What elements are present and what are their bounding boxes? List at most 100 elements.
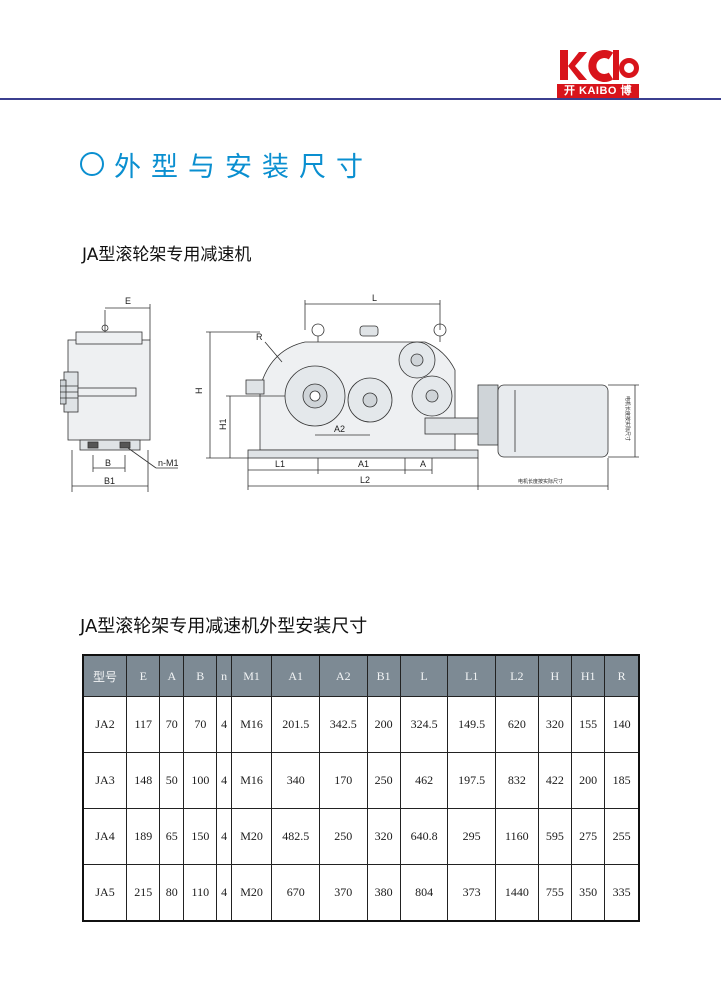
table-cell: 50 <box>159 752 185 809</box>
table-cell: 200 <box>366 696 401 753</box>
logo-mark-icon <box>557 46 639 84</box>
dim-l-label: L <box>372 293 377 303</box>
logo-bar: 开 KAIBO 博 <box>557 84 639 98</box>
table-cell: 295 <box>447 808 496 865</box>
circle-bullet-icon <box>80 152 104 176</box>
table-cell: 832 <box>494 752 539 809</box>
table-cell: 117 <box>126 696 161 753</box>
table-cell: 80 <box>159 864 185 922</box>
header-rule <box>0 98 721 100</box>
col-header-a1: A1 <box>271 654 320 697</box>
table-cell: 200 <box>571 752 606 809</box>
dim-b-label: B <box>105 458 111 468</box>
table-cell: 320 <box>537 696 573 753</box>
dimensions-table: 型号 E A B n M1 A1 A2 B1 L L1 L2 H H1 R JA… <box>82 654 640 922</box>
kaibo-logo: 开 KAIBO 博 <box>557 46 639 98</box>
table-cell: 755 <box>537 864 573 922</box>
dim-r-label: R <box>256 332 263 342</box>
table-cell: 373 <box>447 864 496 922</box>
col-header-b: B <box>183 654 218 697</box>
table-cell: JA5 <box>82 864 128 922</box>
table-cell: 350 <box>571 864 606 922</box>
dim-a-label: A <box>420 459 426 469</box>
table-cell: 110 <box>183 864 218 922</box>
table-cell: M16 <box>230 696 273 753</box>
table-cell: 148 <box>126 752 161 809</box>
table-cell: 70 <box>159 696 185 753</box>
table-cell: 342.5 <box>318 696 368 753</box>
table-cell: 275 <box>571 808 606 865</box>
table-cell: 482.5 <box>271 808 320 865</box>
table-cell: 250 <box>366 752 401 809</box>
table-cell: 140 <box>604 696 640 753</box>
table-cell: JA4 <box>82 808 128 865</box>
table-cell: 595 <box>537 808 573 865</box>
table-cell: 422 <box>537 752 573 809</box>
table-row: JA3 148 50 100 4 M16 340 170 250 462 197… <box>82 752 640 809</box>
col-header-r: R <box>604 654 640 697</box>
dim-b1-label: B1 <box>104 476 115 486</box>
dim-l2-label: L2 <box>360 475 370 485</box>
table-cell: 155 <box>571 696 606 753</box>
table-cell: 100 <box>183 752 218 809</box>
table-row: JA2 117 70 70 4 M16 201.5 342.5 200 324.… <box>82 696 640 753</box>
motor-length-note: 电机长度按实际尺寸 <box>518 478 563 485</box>
table-cell: JA2 <box>82 696 128 753</box>
dim-a1-label: A1 <box>358 459 369 469</box>
col-header-l1: L1 <box>447 654 496 697</box>
table-cell: 670 <box>271 864 320 922</box>
dim-a2-label: A2 <box>334 424 345 434</box>
dim-l1-label: L1 <box>275 459 285 469</box>
table-cell: 4 <box>216 696 232 753</box>
table-title: JA型滚轮架专用减速机外型安装尺寸 <box>80 616 368 637</box>
table-cell: 255 <box>604 808 640 865</box>
table-cell: 189 <box>126 808 161 865</box>
table-cell: 340 <box>271 752 320 809</box>
front-view: L R H H1 A2 L1 A1 A L2 电机长度按实际尺寸 <box>194 293 639 490</box>
table-cell: JA3 <box>82 752 128 809</box>
table-cell: 804 <box>399 864 449 922</box>
table-cell: 170 <box>318 752 368 809</box>
table-cell: 4 <box>216 752 232 809</box>
table-cell: 1160 <box>494 808 539 865</box>
table-cell: 370 <box>318 864 368 922</box>
section-title-text: 外型与安装尺寸 <box>114 151 373 183</box>
col-header-model: 型号 <box>82 654 128 697</box>
table-row: JA5 215 80 110 4 M20 670 370 380 804 373… <box>82 864 640 922</box>
table-cell: 65 <box>159 808 185 865</box>
side-view: E B B1 n-M1 <box>60 296 179 492</box>
table-cell: M20 <box>230 808 273 865</box>
col-header-h1: H1 <box>571 654 606 697</box>
col-header-l2: L2 <box>494 654 539 697</box>
col-header-a2: A2 <box>318 654 368 697</box>
table-cell: 250 <box>318 808 368 865</box>
table-cell: 215 <box>126 864 161 922</box>
table-cell: 201.5 <box>271 696 320 753</box>
table-cell: 149.5 <box>447 696 496 753</box>
gear-reducer-drawing: E B B1 n-M1 <box>60 293 639 492</box>
drawing-title: JA型滚轮架专用减速机 <box>82 245 252 265</box>
table-cell: 640.8 <box>399 808 449 865</box>
dim-h-label: H <box>194 388 204 395</box>
logo-text: KAIBO <box>579 85 617 97</box>
section-title: 外型与安装尺寸 <box>80 146 373 183</box>
table-cell: 150 <box>183 808 218 865</box>
table-cell: 324.5 <box>399 696 449 753</box>
table-cell: 620 <box>494 696 539 753</box>
table-cell: 335 <box>604 864 640 922</box>
dim-e-label: E <box>125 296 131 306</box>
table-cell: 4 <box>216 864 232 922</box>
table-header-row: 型号 E A B n M1 A1 A2 B1 L L1 L2 H H1 R <box>82 654 640 697</box>
table-cell: M20 <box>230 864 273 922</box>
table-cell: 4 <box>216 808 232 865</box>
dim-h1-label: H1 <box>218 418 228 430</box>
table-cell: 185 <box>604 752 640 809</box>
col-header-l: L <box>399 654 449 697</box>
table-cell: 1440 <box>494 864 539 922</box>
logo-left-char: 开 <box>563 85 576 97</box>
col-header-b1: B1 <box>366 654 401 697</box>
table-cell: 462 <box>399 752 449 809</box>
col-header-h: H <box>537 654 573 697</box>
table-cell: 197.5 <box>447 752 496 809</box>
table-row: JA4 189 65 150 4 M20 482.5 250 320 640.8… <box>82 808 640 865</box>
